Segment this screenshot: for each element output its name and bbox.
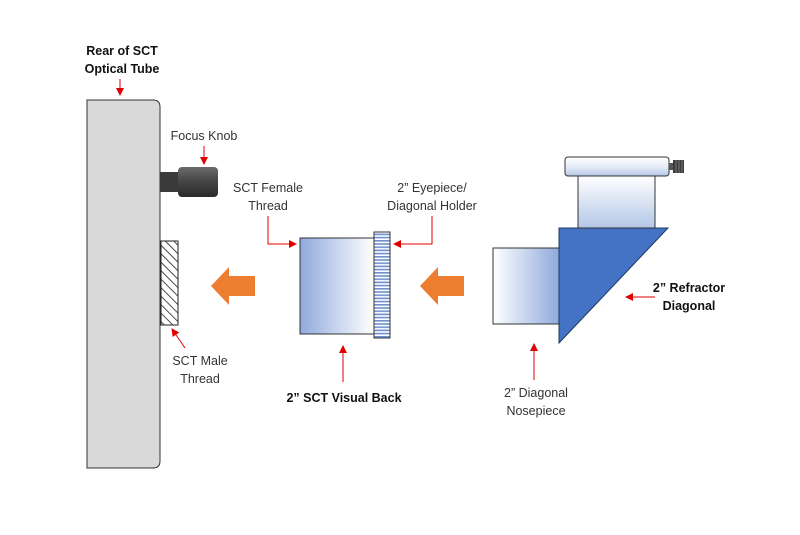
leader-eyepiece-holder [393,216,433,248]
label-focus-knob: Focus Knob [170,129,238,143]
eyepiece-holder-ring [373,231,391,339]
label-sct-male-thread: SCT Male Thread [172,354,228,386]
sct-male-thread [160,240,179,326]
focus-knob [160,167,218,197]
leader-sct-male-thread [171,328,186,349]
visual-back-body [299,237,375,335]
thumbscrew [669,160,684,173]
diagonal-nosepiece [492,247,560,325]
orange-arrow-right [420,267,464,305]
sct-optical-tube [86,99,161,469]
leader-sct-female-thread [267,216,297,248]
label-diagonal-nosepiece: 2” Diagonal Nosepiece [504,386,568,418]
diagonal-top-cap [564,156,670,177]
label-refractor-diagonal: 2” Refractor Diagonal [652,281,726,313]
label-sct-female-thread: SCT Female Thread [233,181,303,213]
orange-arrow-left [211,267,255,305]
label-eyepiece-holder: 2” Eyepiece/ Diagonal Holder [387,181,477,213]
label-visual-back: 2” SCT Visual Back [286,391,402,405]
label-rear-sct: Rear of SCT Optical Tube [84,44,160,76]
diagonal-eyepiece-neck [577,175,656,229]
